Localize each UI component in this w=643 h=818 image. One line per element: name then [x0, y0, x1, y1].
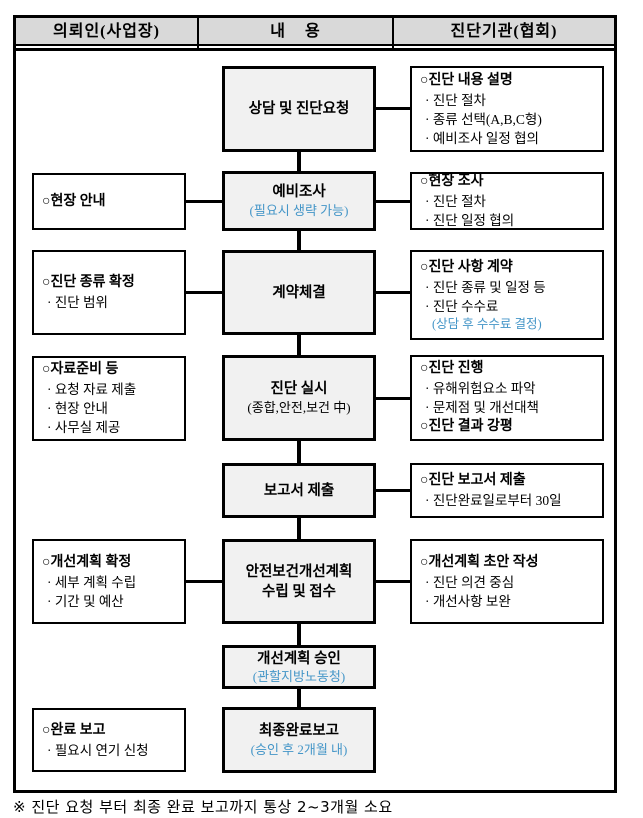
box-title: ○현장 조사	[420, 174, 484, 189]
connector-h-right-5	[374, 489, 411, 492]
step-title: 안전보건개선계획	[245, 563, 353, 580]
connector-v-2	[297, 229, 301, 251]
box-title: ○개선계획 확정	[42, 554, 132, 570]
connector-h-right-3	[374, 291, 411, 294]
connector-h-left-2	[185, 200, 223, 203]
box-item: · 진단 의견 중심	[425, 574, 515, 590]
step-box-diagnosis: 진단 실시 (종합,안전,보건 中)	[222, 355, 376, 441]
agency-box-report-submission: ○진단 보고서 제출 · 진단완료일로부터 30일	[410, 463, 604, 518]
box-item: · 기간 및 예산	[47, 593, 124, 609]
connector-v-4	[297, 440, 301, 464]
step-note: (관할지방노동청)	[252, 668, 346, 684]
box-item: · 요청 자료 제출	[47, 382, 137, 397]
header-agency-column: 진단기관(협회)	[450, 23, 558, 40]
step-note: (필요시 생략 가능)	[249, 203, 349, 218]
box-item: · 필요시 연기 신청	[47, 742, 149, 758]
connector-h-left-3	[185, 291, 223, 294]
box-item: · 개선사항 보완	[425, 593, 511, 609]
connector-v-1	[297, 151, 301, 173]
box-title: ○진단 사항 계약	[420, 259, 513, 275]
box-item: · 진단 범위	[47, 295, 108, 310]
connector-v-5	[297, 517, 301, 540]
header-separator-line	[13, 48, 617, 51]
box-title: ○진단 종류 확정	[42, 275, 135, 290]
header-divider-1	[197, 15, 199, 48]
connector-h-right-1	[374, 107, 411, 110]
step-title-line2: 수립 및 접수	[262, 583, 336, 600]
client-box-diagnosis-type: ○진단 종류 확정 · 진단 범위	[32, 250, 186, 335]
client-box-data-preparation: ○자료준비 등 · 요청 자료 제출 · 현장 안내 · 사무실 제공	[32, 356, 186, 441]
box-item: · 예비조사 일정 협의	[425, 130, 539, 146]
connector-h-right-6	[374, 580, 411, 583]
step-note: (종합,안전,보건 中)	[247, 400, 351, 415]
step-note: (승인 후 2개월 내)	[250, 742, 348, 757]
step-box-plan-approval: 개선계획 승인 (관할지방노동청)	[222, 645, 376, 689]
step-box-contract: 계약체결	[222, 250, 376, 335]
box-title-2: ○진단 결과 강평	[420, 419, 513, 434]
step-title: 개선계획 승인	[257, 650, 341, 667]
step-box-report-submission: 보고서 제출	[222, 463, 376, 518]
connector-h-right-4	[374, 397, 411, 400]
step-box-consult-request: 상담 및 진단요청	[222, 66, 376, 152]
step-title: 계약체결	[272, 284, 326, 301]
box-item: · 현장 안내	[47, 401, 108, 416]
connector-h-right-2	[374, 200, 411, 203]
step-title: 보고서 제출	[263, 482, 335, 499]
box-item: · 사무실 제공	[47, 420, 121, 435]
step-title: 진단 실시	[270, 381, 328, 397]
connector-v-6	[297, 623, 301, 646]
connector-v-3	[297, 334, 301, 356]
box-title: ○완료 보고	[42, 722, 106, 738]
agency-box-site-survey: ○현장 조사 · 진단 절차 · 진단 일정 협의	[410, 172, 604, 230]
agency-box-diagnosis-progress: ○진단 진행 · 유해위험요소 파악 · 문제점 및 개선대책 ○진단 결과 강…	[410, 355, 604, 441]
client-box-plan-confirmation: ○개선계획 확정 · 세부 계획 수립 · 기간 및 예산	[32, 539, 186, 624]
box-item: · 문제점 및 개선대책	[425, 400, 539, 415]
box-item: · 세부 계획 수립	[47, 574, 137, 590]
step-box-improvement-plan: 안전보건개선계획 수립 및 접수	[222, 539, 376, 624]
box-item: · 진단 종류 및 일정 등	[425, 279, 546, 295]
box-item: · 진단완료일로부터 30일	[425, 493, 562, 508]
step-box-final-report: 최종완료보고 (승인 후 2개월 내)	[222, 707, 376, 773]
agency-box-contract-terms: ○진단 사항 계약 · 진단 종류 및 일정 등 · 진단 수수료 (상담 후 …	[410, 250, 604, 340]
step-title: 최종완료보고	[258, 723, 340, 739]
step-title: 상담 및 진단요청	[248, 101, 350, 117]
box-item: · 진단 수수료	[425, 298, 499, 314]
diagram-border	[13, 15, 617, 793]
step-title: 예비조사	[272, 184, 326, 200]
step-box-preliminary-survey: 예비조사 (필요시 생략 가능)	[222, 171, 376, 231]
box-title: ○자료준비 등	[42, 362, 119, 377]
connector-v-7	[297, 688, 301, 708]
connector-h-left-6	[185, 580, 223, 583]
table-header-background	[16, 18, 614, 46]
box-title: ○진단 보고서 제출	[420, 473, 526, 488]
client-box-site-guide: ○현장 안내	[32, 173, 186, 230]
box-title: ○현장 안내	[42, 193, 106, 209]
box-item: · 유해위험요소 파악	[425, 381, 536, 396]
header-content-column: 내 용	[270, 23, 321, 40]
box-note: (상담 후 수수료 결정)	[432, 316, 542, 331]
box-item: · 진단 절차	[425, 92, 486, 108]
client-box-completion-report: ○완료 보고 · 필요시 연기 신청	[32, 708, 186, 772]
footer-note: ※ 진단 요청 부터 최종 완료 보고까지 통상 2~3개월 소요	[13, 798, 393, 816]
agency-box-content-explanation: ○진단 내용 설명 · 진단 절차 · 종류 선택(A,B,C형) · 예비조사…	[410, 66, 604, 152]
agency-box-draft-plan: ○개선계획 초안 작성 · 진단 의견 중심 · 개선사항 보완	[410, 539, 604, 624]
box-title: ○진단 진행	[420, 361, 484, 376]
box-title: ○진단 내용 설명	[420, 72, 513, 88]
box-item: · 진단 절차	[425, 194, 486, 209]
box-item: · 종류 선택(A,B,C형)	[425, 111, 542, 127]
box-item: · 진단 일정 협의	[425, 213, 515, 228]
header-divider-2	[392, 15, 394, 48]
box-title: ○개선계획 초안 작성	[420, 554, 539, 570]
header-client-column: 의뢰인(사업장)	[53, 23, 160, 40]
